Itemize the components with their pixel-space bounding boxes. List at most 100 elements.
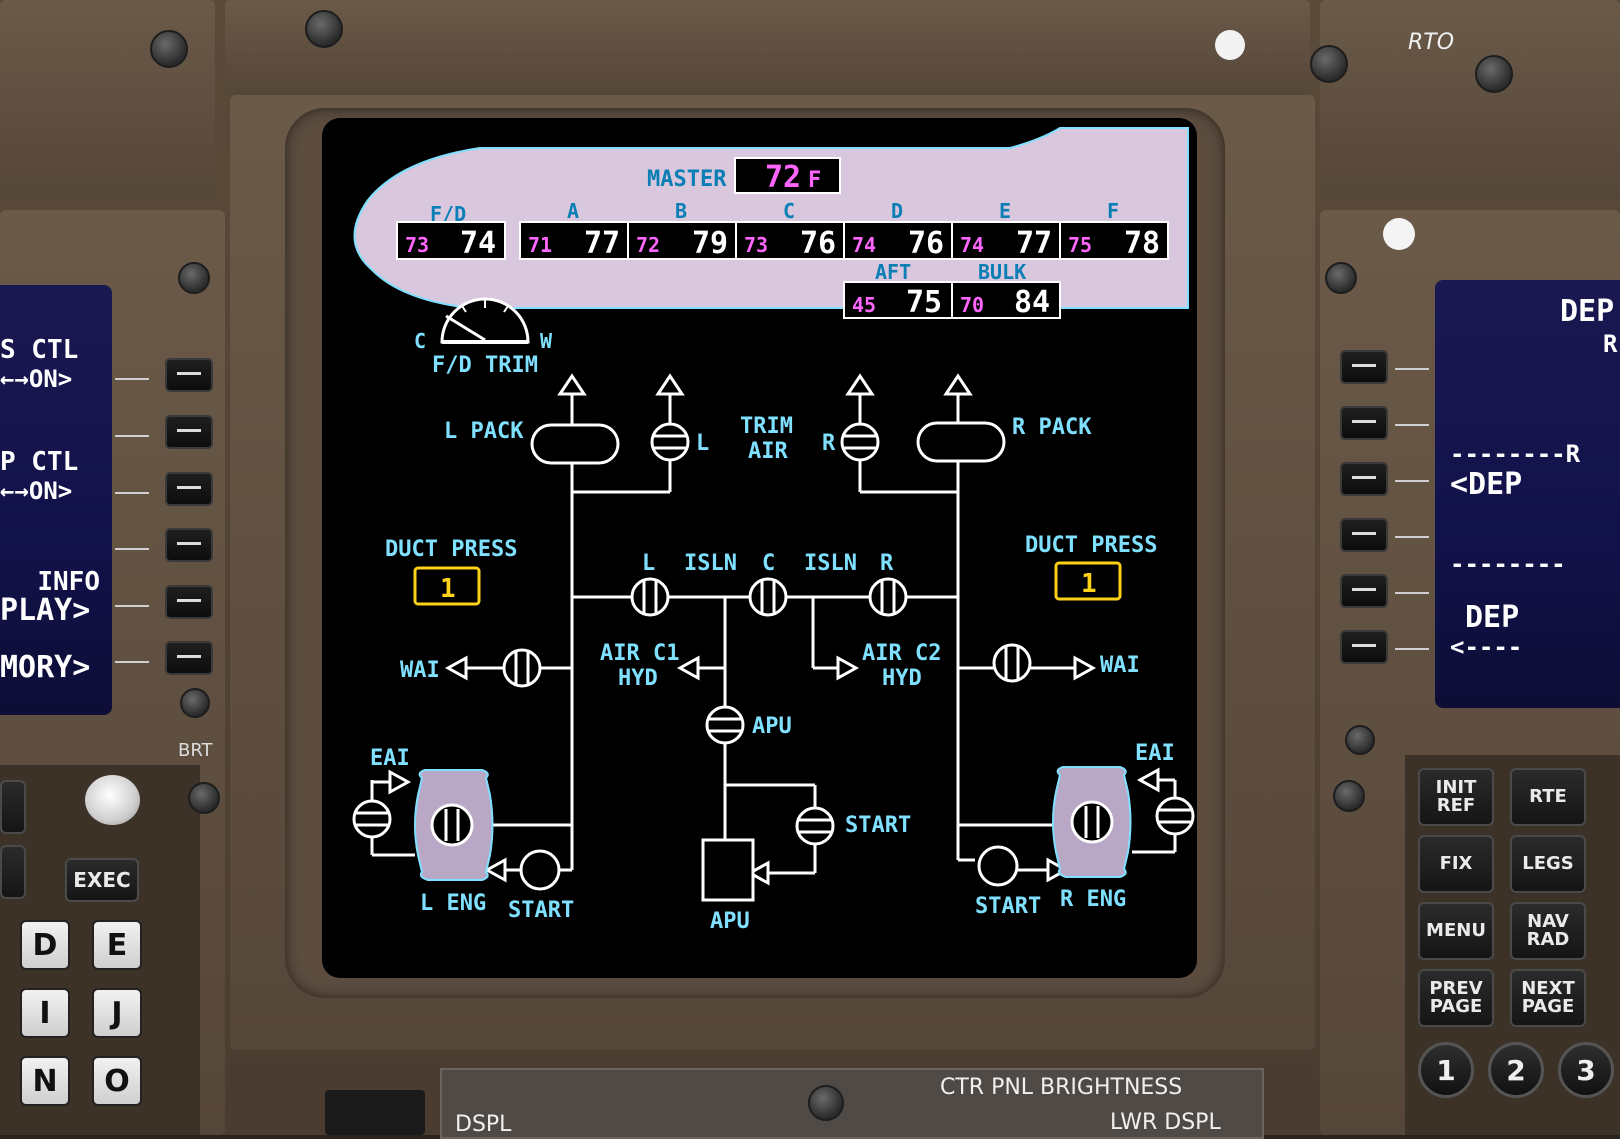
left-engine-icon bbox=[414, 769, 494, 881]
air-c1-hyd-label: HYD bbox=[618, 666, 658, 691]
partial-key[interactable] bbox=[0, 780, 26, 834]
key-o-button[interactable]: O bbox=[92, 1056, 142, 1106]
fix-button[interactable]: FIX bbox=[1418, 835, 1494, 893]
lsk-2r-button[interactable] bbox=[165, 415, 213, 449]
isln-label: ISLN bbox=[684, 551, 737, 576]
key-n-button[interactable]: N bbox=[20, 1056, 70, 1106]
cdu-line: --------R bbox=[1450, 440, 1581, 468]
cargo-target: 70 bbox=[960, 293, 984, 317]
lsk-tick bbox=[1395, 536, 1429, 538]
lsk-4l-button[interactable] bbox=[1340, 518, 1388, 552]
arrow-left-icon bbox=[1136, 767, 1160, 793]
partial-key[interactable] bbox=[0, 845, 26, 899]
screw-icon bbox=[808, 1085, 844, 1121]
master-label: MASTER bbox=[647, 167, 727, 192]
lsk-6l-button[interactable] bbox=[1340, 630, 1388, 664]
isln-r-label: R bbox=[880, 551, 894, 576]
l-eng-label: L ENG bbox=[420, 891, 486, 916]
apu-unit-icon bbox=[701, 838, 755, 902]
dspl-switch[interactable] bbox=[325, 1090, 425, 1135]
indicator-light-icon bbox=[1383, 218, 1415, 250]
master-box bbox=[734, 157, 841, 194]
indicator-light-icon bbox=[1215, 30, 1245, 60]
lsk-5l-button[interactable] bbox=[1340, 574, 1388, 608]
fd-trim-gauge bbox=[440, 297, 530, 344]
right-starter-icon bbox=[977, 845, 1019, 887]
cargo-actual: 84 bbox=[1014, 285, 1050, 320]
cdu-line: PLAY> bbox=[0, 593, 91, 628]
zone-target: 71 bbox=[528, 233, 552, 257]
key-3-button[interactable]: 3 bbox=[1558, 1042, 1614, 1098]
cargo-actual: 75 bbox=[906, 285, 942, 320]
top-right-panel bbox=[1320, 0, 1620, 200]
lwr-dspl-label: LWR DSPL bbox=[1110, 1110, 1221, 1135]
rto-label: RTO bbox=[1408, 30, 1455, 55]
apu-unit-label: APU bbox=[710, 909, 750, 934]
menu-button[interactable]: MENU bbox=[1418, 902, 1494, 960]
isln-valve-r bbox=[868, 577, 908, 617]
cargo-label: AFT bbox=[875, 260, 911, 284]
isln-valve-l bbox=[630, 577, 670, 617]
air-c1-label: AIR C1 bbox=[600, 641, 679, 666]
lsk-6r-button[interactable] bbox=[165, 641, 213, 675]
arrow-right-icon bbox=[1046, 857, 1070, 883]
lsk-1r-button[interactable] bbox=[165, 358, 213, 392]
start-right-label: START bbox=[975, 894, 1041, 919]
eai-valve-r bbox=[1155, 796, 1195, 836]
trim-air-valve-l bbox=[650, 422, 690, 462]
eai-right-label: EAI bbox=[1135, 741, 1175, 766]
key-label: LEGS bbox=[1522, 853, 1574, 874]
zone-actual: 79 bbox=[692, 226, 728, 261]
cdu-line: DEP bbox=[1560, 294, 1615, 329]
duct-press-right-box bbox=[1054, 561, 1122, 601]
key-i-button[interactable]: I bbox=[20, 988, 70, 1038]
key-1-button[interactable]: 1 bbox=[1418, 1042, 1474, 1098]
trim-air-label: TRIM bbox=[740, 414, 793, 439]
lsk-tick bbox=[115, 605, 149, 607]
lsk-tick bbox=[115, 492, 149, 494]
lsk-3r-button[interactable] bbox=[165, 472, 213, 506]
zone-label: E bbox=[999, 199, 1011, 223]
lsk-1l-button[interactable] bbox=[1340, 350, 1388, 384]
cargo-box-aft bbox=[843, 281, 953, 319]
key-label: REF bbox=[1436, 795, 1476, 816]
rte-button[interactable]: RTE bbox=[1510, 768, 1586, 826]
trim-air-valve-r bbox=[840, 422, 880, 462]
cdu-line: -------- bbox=[1450, 550, 1566, 578]
cdu-line: R bbox=[1603, 330, 1618, 358]
legs-button[interactable]: LEGS bbox=[1510, 835, 1586, 893]
lsk-4r-button[interactable] bbox=[165, 528, 213, 562]
ctr-pnl-brightness-label: CTR PNL BRIGHTNESS bbox=[940, 1075, 1183, 1100]
exec-button[interactable]: EXEC bbox=[65, 858, 139, 902]
arrow-up-icon bbox=[557, 373, 587, 396]
screw-icon bbox=[180, 688, 210, 718]
eai-left-label: EAI bbox=[370, 746, 410, 771]
apu-start-valve bbox=[795, 806, 835, 846]
key-d-button[interactable]: D bbox=[20, 920, 70, 970]
lsk-5r-button[interactable] bbox=[165, 585, 213, 619]
lsk-3l-button[interactable] bbox=[1340, 462, 1388, 496]
key-2-button[interactable]: 2 bbox=[1488, 1042, 1544, 1098]
fd-trim-cold: C bbox=[414, 329, 426, 353]
air-c2-hyd-label: HYD bbox=[882, 666, 922, 691]
brightness-knob[interactable] bbox=[85, 775, 140, 825]
zone-actual: 76 bbox=[800, 226, 836, 261]
master-value: 72 bbox=[765, 160, 801, 195]
zone-box-c bbox=[735, 221, 845, 260]
key-j-button[interactable]: J bbox=[92, 988, 142, 1038]
key-label: RAD bbox=[1526, 929, 1570, 950]
zone-target: 74 bbox=[960, 233, 984, 257]
isln-label: ISLN bbox=[804, 551, 857, 576]
lsk-2l-button[interactable] bbox=[1340, 406, 1388, 440]
right-engine-icon bbox=[1052, 766, 1132, 878]
outflow-arrows bbox=[388, 373, 1160, 886]
key-e-button[interactable]: E bbox=[92, 920, 142, 970]
r-eng-label: R ENG bbox=[1060, 887, 1126, 912]
duct-press-left-box bbox=[413, 566, 481, 606]
valves bbox=[352, 422, 1195, 846]
air-c2-label: AIR C2 bbox=[862, 641, 941, 666]
